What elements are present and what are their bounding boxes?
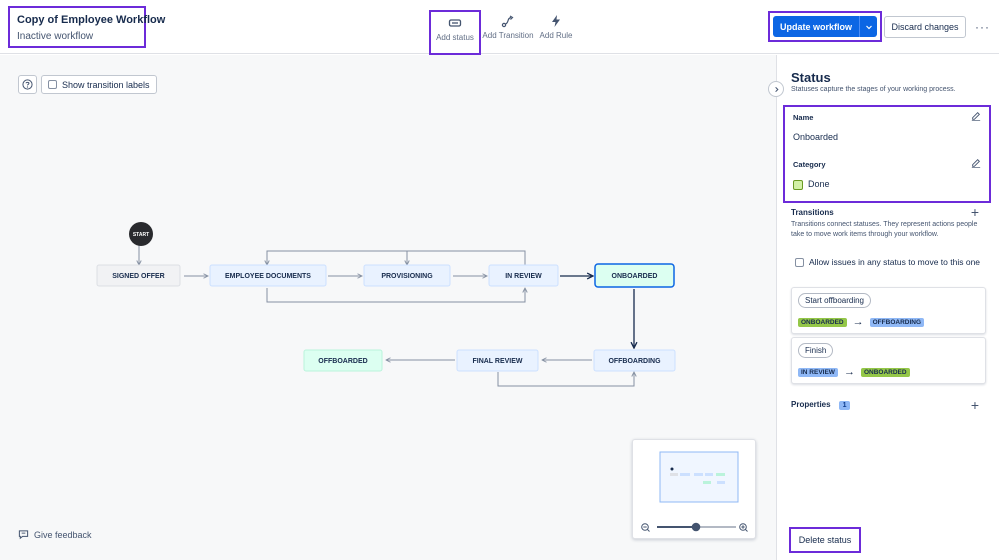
- status-final-review[interactable]: FINAL REVIEW: [456, 349, 539, 372]
- status-label: SIGNED OFFER: [112, 273, 165, 280]
- workflow-canvas[interactable]: START SIGNED OFFER EMPLOYEE DOCUMENTS PR…: [0, 55, 776, 560]
- chevron-right-icon: [774, 86, 779, 92]
- feedback-icon: [18, 530, 29, 540]
- status-provisioning[interactable]: PROVISIONING: [363, 264, 451, 287]
- transitions-description: Transitions connect statuses. They repre…: [791, 221, 978, 238]
- connector-lines: [139, 245, 634, 387]
- highlighted-connectors: [560, 276, 634, 348]
- zoom-in-icon[interactable]: [739, 523, 748, 532]
- status-fields-box: Name Onboarded Category Done: [783, 105, 991, 203]
- from-status-lozenge: IN REVIEW: [798, 367, 838, 377]
- start-node[interactable]: START: [129, 222, 153, 246]
- update-workflow-box: Update workflow: [768, 11, 882, 42]
- properties-section[interactable]: Properties 1: [791, 400, 851, 410]
- transitions-title: Transitions: [791, 208, 834, 217]
- transition-icon: [501, 15, 514, 28]
- transition-name: Finish: [798, 343, 834, 358]
- add-rule-label: Add Rule: [539, 31, 573, 40]
- edit-icon[interactable]: [971, 158, 981, 168]
- add-status-label: Add status: [436, 33, 474, 42]
- to-status-lozenge: ONBOARDED: [860, 367, 910, 377]
- status-label: OFFBOARDED: [318, 358, 367, 365]
- status-in-review[interactable]: IN REVIEW: [488, 264, 559, 287]
- start-label: START: [133, 232, 149, 238]
- zoom-slider[interactable]: [657, 522, 736, 532]
- zoom-out-icon[interactable]: [641, 523, 650, 532]
- transition-flow: ONBOARDED → OFFBOARDING: [798, 316, 925, 328]
- transition-flow: IN REVIEW → ONBOARDED: [798, 366, 910, 378]
- lightning-icon: [552, 15, 560, 27]
- status-icon: [448, 19, 462, 27]
- add-transition-button[interactable]: Add Transition: [482, 10, 534, 54]
- workflow-diagram[interactable]: START SIGNED OFFER EMPLOYEE DOCUMENTS PR…: [0, 55, 776, 560]
- workflow-title-box: Copy of Employee Workflow Inactive workf…: [8, 6, 166, 48]
- workflow-status: Inactive workflow: [17, 31, 94, 42]
- status-details-panel: Status Statuses capture the stages of yo…: [768, 55, 999, 560]
- discard-changes-button[interactable]: Discard changes: [884, 16, 966, 38]
- add-rule-button[interactable]: Add Rule: [535, 10, 577, 54]
- more-options-icon[interactable]: ···: [975, 20, 990, 34]
- transition-name: Start offboarding: [798, 293, 872, 308]
- minimap-view[interactable]: [633, 440, 755, 538]
- name-label: Name: [793, 113, 814, 122]
- checkbox[interactable]: [48, 80, 57, 89]
- status-label: EMPLOYEE DOCUMENTS: [225, 273, 311, 280]
- panel-title: Status: [791, 70, 831, 85]
- category-value-text: Done: [808, 179, 830, 189]
- name-value[interactable]: Onboarded: [793, 132, 839, 142]
- status-employee-documents[interactable]: EMPLOYEE DOCUMENTS: [209, 264, 327, 287]
- status-label: PROVISIONING: [381, 273, 433, 280]
- transition-card[interactable]: Start offboarding ONBOARDED → OFFBOARDIN…: [791, 287, 986, 334]
- header: Copy of Employee Workflow Inactive workf…: [0, 0, 999, 55]
- add-transition-plus-icon[interactable]: +: [970, 204, 979, 220]
- chevron-down-icon: [865, 25, 872, 29]
- status-offboarded[interactable]: OFFBOARDED: [303, 349, 383, 372]
- allow-any-status-option[interactable]: Allow issues in any status to move to th…: [795, 256, 985, 268]
- from-status-lozenge: ONBOARDED: [798, 317, 847, 327]
- workflow-title[interactable]: Copy of Employee Workflow: [17, 14, 166, 26]
- allow-any-status-label: Allow issues in any status to move to th…: [809, 257, 981, 267]
- update-options-button[interactable]: [859, 16, 877, 37]
- transition-card[interactable]: Finish IN REVIEW → ONBOARDED: [791, 337, 986, 384]
- update-workflow-label: Update workflow: [779, 21, 852, 32]
- show-labels-text: Show transition labels: [62, 79, 150, 90]
- properties-count-badge: 1: [838, 401, 851, 410]
- status-offboarding[interactable]: OFFBOARDING: [593, 349, 676, 372]
- to-status-lozenge: OFFBOARDING: [869, 317, 925, 327]
- delete-status-button[interactable]: Delete status: [798, 535, 852, 545]
- category-value[interactable]: Done: [793, 179, 830, 190]
- add-property-plus-icon[interactable]: +: [970, 397, 979, 413]
- add-status-button[interactable]: Add status: [429, 10, 481, 55]
- question-icon: [22, 79, 33, 90]
- update-workflow-button[interactable]: Update workflow: [773, 16, 877, 37]
- status-label: IN REVIEW: [505, 273, 542, 280]
- collapse-panel-button[interactable]: [768, 81, 784, 97]
- category-label: Category: [793, 160, 826, 169]
- properties-title: Properties: [791, 400, 831, 409]
- arrow-right-icon: →: [852, 316, 864, 328]
- panel-subtitle: Statuses capture the stages of your work…: [791, 86, 956, 93]
- help-button[interactable]: [18, 75, 37, 94]
- status-signed-offer[interactable]: SIGNED OFFER: [96, 264, 181, 287]
- edit-icon[interactable]: [971, 111, 981, 121]
- status-label: OFFBOARDING: [608, 358, 661, 365]
- give-feedback-label: Give feedback: [34, 529, 92, 540]
- delete-status-box: Delete status: [789, 527, 861, 553]
- done-category-swatch: [793, 179, 803, 190]
- minimap[interactable]: [632, 439, 756, 539]
- show-transition-labels-toggle[interactable]: Show transition labels: [41, 75, 157, 94]
- add-transition-label: Add Transition: [482, 31, 534, 40]
- checkbox[interactable]: [795, 258, 804, 267]
- status-onboarded-selected[interactable]: ONBOARDED: [594, 263, 675, 288]
- status-label: ONBOARDED: [612, 273, 658, 280]
- status-label: FINAL REVIEW: [472, 358, 522, 365]
- give-feedback-button[interactable]: Give feedback: [18, 529, 92, 540]
- arrow-right-icon: →: [843, 366, 855, 378]
